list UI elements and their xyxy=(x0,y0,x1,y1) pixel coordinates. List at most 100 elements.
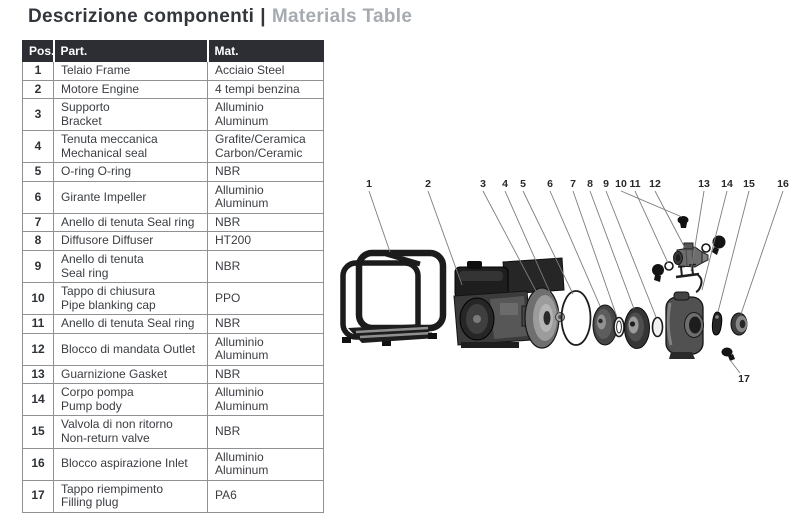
callout-number: 9 xyxy=(603,178,609,190)
callout-14: 14 xyxy=(701,178,733,291)
callout-number: 14 xyxy=(721,178,733,190)
callout-number: 5 xyxy=(520,178,526,190)
callout-17: 17 xyxy=(729,359,750,385)
cell-part: Telaio Frame xyxy=(53,61,208,81)
cell-pos: 7 xyxy=(22,212,54,233)
cell-part: Anello di tenuta Seal ring xyxy=(53,250,208,284)
callout-number: 7 xyxy=(570,178,576,190)
cell-part: Valvola di non ritorno Non-return valve xyxy=(53,415,208,449)
col-header-mat: Mat. xyxy=(206,40,324,62)
callout-number: 11 xyxy=(629,178,640,190)
cell-pos: 9 xyxy=(22,250,54,284)
col-header-pos: Pos. xyxy=(22,40,54,62)
cell-part: Anello di tenuta Seal ring xyxy=(53,212,208,233)
callout-1: 1 xyxy=(366,178,391,253)
part-seal-ring-small xyxy=(701,243,711,253)
cell-part: O-ring O-ring xyxy=(53,162,208,182)
part-seal-ring-9 xyxy=(651,316,664,338)
leader-line xyxy=(740,190,784,315)
cell-part: Anello di tenuta Seal ring xyxy=(53,314,208,334)
cell-mat: Alluminio Aluminum xyxy=(207,98,324,132)
part-mechanical-seal xyxy=(555,312,565,322)
callout-5: 5 xyxy=(520,178,574,295)
cell-mat: Alluminio Aluminum xyxy=(207,180,324,214)
page-title: Descrizione componenti|Materials Table xyxy=(28,6,412,28)
part-filling-plug xyxy=(721,347,735,361)
callout-number: 1 xyxy=(366,178,372,190)
leader-line xyxy=(549,190,601,307)
part-impeller xyxy=(592,304,618,346)
callout-6: 6 xyxy=(547,178,601,307)
cell-part: Supporto Bracket xyxy=(53,98,208,132)
leader-line xyxy=(504,190,560,314)
leader-line xyxy=(427,190,463,286)
cell-pos: 17 xyxy=(22,479,54,513)
callout-number: 10 xyxy=(615,178,627,190)
cell-pos: 3 xyxy=(22,98,54,132)
callout-number: 15 xyxy=(743,178,755,190)
leader-line xyxy=(605,190,657,318)
cell-part: Tappo di chiusura Pipe blanking cap xyxy=(53,282,208,316)
callout-10: 10 xyxy=(615,178,683,218)
leader-line xyxy=(701,190,728,291)
leader-line xyxy=(729,359,741,374)
cell-mat: HT200 xyxy=(207,231,324,252)
callout-number: 6 xyxy=(547,178,553,190)
title-separator: | xyxy=(260,6,266,27)
table-header-row: Pos. Part. Mat. xyxy=(22,40,324,62)
cell-mat: NBR xyxy=(207,250,324,284)
cell-pos: 15 xyxy=(22,415,54,449)
cell-part: Guarnizione Gasket xyxy=(53,364,208,385)
callout-number: 12 xyxy=(649,178,661,190)
callout-number: 8 xyxy=(587,178,593,190)
cell-part: Corpo pompa Pump body xyxy=(53,383,208,417)
callout-16: 16 xyxy=(740,178,789,315)
cell-mat: PA6 xyxy=(207,479,324,513)
title-secondary: Materials Table xyxy=(271,6,413,27)
callout-number: 16 xyxy=(777,178,789,190)
cell-mat: Grafite/Ceramica Carbon/Ceramic xyxy=(207,130,324,164)
callout-2: 2 xyxy=(425,178,463,286)
leader-line xyxy=(572,190,618,318)
leader-line xyxy=(717,190,750,313)
part-pump-body xyxy=(665,291,704,359)
part-blanking-cap-right xyxy=(712,235,726,255)
cell-mat: Alluminio Aluminum xyxy=(207,447,324,481)
cell-pos: 11 xyxy=(22,314,54,334)
callout-11: 11 xyxy=(629,178,669,264)
callout-12: 12 xyxy=(649,178,686,249)
callout-15: 15 xyxy=(717,178,755,313)
leader-line xyxy=(620,190,683,218)
leader-line xyxy=(690,190,705,272)
part-bracket xyxy=(524,287,560,349)
part-blanking-cap-left xyxy=(652,264,664,282)
callout-number: 13 xyxy=(698,178,710,190)
cell-part: Girante Impeller xyxy=(53,180,208,214)
cell-part: Blocco di mandata Outlet xyxy=(53,332,208,366)
cell-mat: PPO xyxy=(207,282,324,316)
leader-line xyxy=(634,190,669,264)
leader-line xyxy=(482,190,537,292)
cell-pos: 16 xyxy=(22,447,54,481)
callout-9: 9 xyxy=(603,178,657,318)
cell-mat: Alluminio Aluminum xyxy=(207,332,324,366)
cell-pos: 13 xyxy=(22,364,54,385)
part-seal-ring-7 xyxy=(613,316,625,338)
cell-part: Tenuta meccanica Mechanical seal xyxy=(53,130,208,164)
callout-number: 17 xyxy=(738,373,750,385)
part-o-ring xyxy=(560,290,592,346)
cell-pos: 12 xyxy=(22,332,54,366)
